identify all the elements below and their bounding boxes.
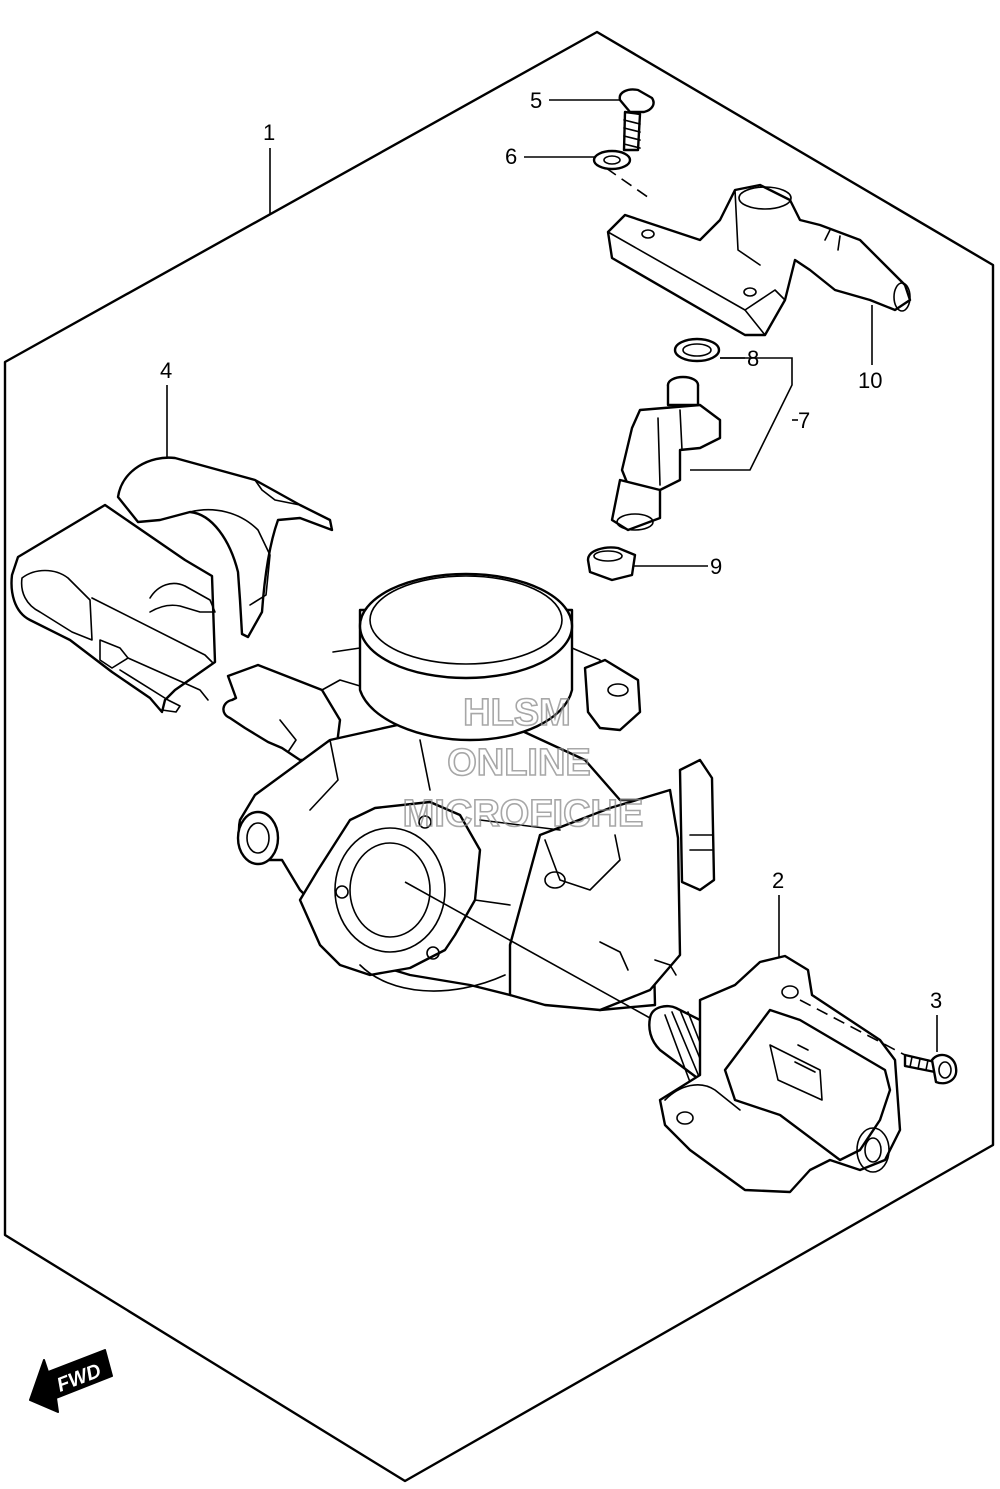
watermark: HLSM ONLINE MICROFICHE <box>402 691 644 836</box>
callout-6: 6 <box>505 144 517 169</box>
part-8-o-ring[interactable] <box>673 337 721 363</box>
callout-1: 1 <box>263 120 275 145</box>
assembly-boundary <box>3 30 995 1483</box>
part-9-seal[interactable] <box>586 546 637 582</box>
fwd-arrow-icon: FWD <box>29 1349 113 1413</box>
part-10-fuel-joint[interactable] <box>606 183 912 337</box>
alignment-line-washer-joint <box>605 167 653 201</box>
watermark-line-2: ONLINE <box>447 742 591 784</box>
callout-5: 5 <box>530 88 542 113</box>
callout-10: 10 <box>858 368 882 393</box>
callout-2: 2 <box>772 868 784 893</box>
callout-9: 9 <box>710 554 722 579</box>
callout-3: 3 <box>930 988 942 1013</box>
part-1-throttle-body[interactable] <box>222 572 716 1012</box>
part-7-fuel-injector[interactable] <box>610 375 722 532</box>
part-2-isc-valve[interactable] <box>648 954 902 1194</box>
part-6-washer[interactable] <box>592 149 632 171</box>
part-5-screw[interactable] <box>618 88 655 152</box>
part-4-bracket[interactable] <box>10 456 334 714</box>
alignment-line-valve-bolt <box>799 999 906 1056</box>
callout-7: 7 <box>798 408 810 433</box>
callout-4: 4 <box>160 358 172 383</box>
callout-8: 8 <box>747 346 759 371</box>
watermark-line-1: HLSM <box>463 692 571 734</box>
part-3-bolt[interactable] <box>903 1053 958 1085</box>
alignment-line-valve-body <box>404 881 651 1019</box>
watermark-line-3: MICROFICHE <box>403 793 644 835</box>
leader-7 <box>690 357 793 471</box>
